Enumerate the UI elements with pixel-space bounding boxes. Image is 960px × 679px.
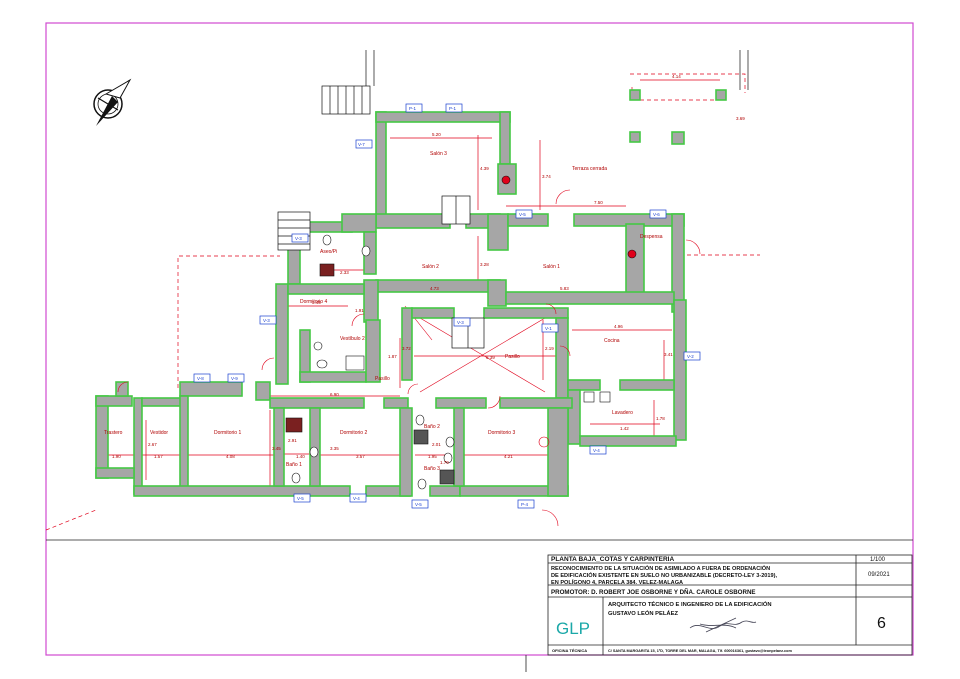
office-label: OFICINA TÉCNICA <box>552 648 587 653</box>
dim-salon2-w: 4.73 <box>430 286 439 291</box>
dim-trastero-w: 1.90 <box>112 454 121 459</box>
dimension-labels: 4.14 3.69 5.20 4.39 3.74 7.50 2.33 4.73 … <box>112 74 745 465</box>
promoter: PROMOTOR: D. ROBERT JOE OSBORNE Y DÑA. C… <box>551 589 756 596</box>
author-role: ARQUITECTO TÉCNICO E INGENIERO DE LA EDI… <box>608 600 772 608</box>
dim-salon3-w: 5.20 <box>432 132 441 137</box>
window-tag-labels: V-7 P-1 P-1 V-5 V-6 V-3 V-3 V-8 V-9 V-1 … <box>197 106 694 507</box>
sheet-title: PLANTA BAJA_COTAS Y CARPINTERIA <box>551 556 674 563</box>
window-tag: V-2 <box>687 354 694 359</box>
dim-pasillo-w: 1.87 <box>388 354 397 359</box>
dim-bano2-w: 1.95 <box>428 454 437 459</box>
room-label-salon1: Salón 1 <box>543 264 560 270</box>
window-tags <box>193 103 701 509</box>
window-tag: P-1 <box>409 106 417 111</box>
description-line-3: EN POLÍGONO 4, PARCELA 384. VELEZ-MALAGA <box>551 578 683 586</box>
window-tag: V-5 <box>415 502 422 507</box>
window-tag: V-5 <box>519 212 526 217</box>
dim-dorm3-w: 4.21 <box>504 454 513 459</box>
stairs <box>277 50 749 349</box>
dim-terraza-side: 3.69 <box>736 116 745 121</box>
dim-dorm1-w: 4.08 <box>226 454 235 459</box>
room-label-bano3: Baño 3 <box>424 466 440 472</box>
room-label-terraza: Terraza cerrada <box>572 166 607 172</box>
dim-dorm2-w: 3.57 <box>356 454 365 459</box>
window-tag: V-9 <box>231 376 238 381</box>
room-label-bano1: Baño 1 <box>286 462 302 468</box>
dim-vestidor-w: 1.57 <box>154 454 163 459</box>
description-line-2: DE EDIFICACIÓN EXISTENTE EN SUELO NO URB… <box>551 571 778 579</box>
window-tag: V-4 <box>593 448 600 453</box>
room-label-pasillo2: Pasillo <box>505 354 520 360</box>
dim-salon1-w: 5.83 <box>560 286 569 291</box>
dim-bano1-h: 2.91 <box>288 438 297 443</box>
dim-terraza-top: 4.14 <box>672 74 681 79</box>
dim-cocina-h2: 3.41 <box>664 352 673 357</box>
dim-terraza-w: 7.50 <box>594 200 603 205</box>
fixtures <box>285 175 637 490</box>
sheet-scale: 1/100 <box>870 557 886 563</box>
dim-terraza-h: 3.74 <box>542 174 551 179</box>
sheet-date: 09/2021 <box>868 572 890 578</box>
description-line-1: RECONOCIMIENTO DE LA SITUACIÓN DE ASIMIL… <box>551 564 770 572</box>
room-label-dormitorio2: Dormitorio 2 <box>340 430 367 436</box>
room-label-trastero: Trastero <box>104 430 123 436</box>
window-tag: V-3 <box>295 236 302 241</box>
room-label-bano2: Baño 2 <box>424 424 440 430</box>
window-tag: V-3 <box>457 320 464 325</box>
title-block <box>547 554 913 656</box>
plot-boundary <box>45 73 760 531</box>
room-label-vestidor: Vestidor <box>150 430 168 436</box>
dim-dorm4-w: 3.45 <box>312 300 321 305</box>
dim-vestidor-h: 2.67 <box>148 442 157 447</box>
window-tag: P-4 <box>521 502 529 507</box>
sheet-number: 6 <box>877 615 886 632</box>
dim-bano3-h: 1.79 <box>440 460 449 465</box>
dim-aseo-w: 2.33 <box>340 270 349 275</box>
window-tag: V-4 <box>353 496 360 501</box>
dim-cocina-h: 2.19 <box>545 346 554 351</box>
room-labels: Salón 3 Terraza cerrada Salón 2 Salón 1 … <box>104 151 663 472</box>
room-label-aseo: Aseo/Pi <box>320 249 337 255</box>
walls <box>95 89 727 497</box>
dim-pasillo2-w: 6.39 <box>486 355 495 360</box>
dim-bano2-h: 2.01 <box>432 442 441 447</box>
dim-dorm1-h: 3.45 <box>272 446 281 451</box>
room-label-dormitorio1: Dormitorio 1 <box>214 430 241 436</box>
window-tag: P-1 <box>449 106 457 111</box>
north-arrow-icon <box>93 78 132 126</box>
room-label-vestibulo2: Vestíbulo 2 <box>340 336 365 342</box>
window-tag: V-8 <box>197 376 204 381</box>
author-name: GUSTAVO LEÓN PELÁEZ <box>608 609 678 617</box>
dim-cocina-w: 4.96 <box>614 324 623 329</box>
signature <box>689 617 757 633</box>
dim-salon2-h: 3.28 <box>480 262 489 267</box>
window-tag: V-3 <box>263 318 270 323</box>
window-tag: V-6 <box>653 212 660 217</box>
room-label-lavadero: Lavadero <box>612 410 633 416</box>
dim-corr-w: 6.90 <box>330 392 339 397</box>
room-label-salon3: Salón 3 <box>430 151 447 157</box>
dim-lavadero-w2: 1.42 <box>620 426 629 431</box>
door-swings <box>117 189 701 527</box>
room-label-despensa: Despensa <box>640 234 663 240</box>
address: C/ SANTA MARGARITA 15, 1ºD, TORRE DEL MA… <box>608 649 792 653</box>
dim-bano1-w: 1.40 <box>296 454 305 459</box>
dim-lavadero-w: 1.78 <box>656 416 665 421</box>
room-label-dormitorio4: Dormitorio 4 <box>300 299 327 305</box>
dim-dorm4-h: 1.91 <box>355 308 364 313</box>
logo: GLP <box>556 619 590 638</box>
window-tag: V-1 <box>545 326 552 331</box>
room-label-salon2: Salón 2 <box>422 264 439 270</box>
window-tag: V-7 <box>358 142 365 147</box>
dim-dorm2-h: 3.35 <box>330 446 339 451</box>
room-label-dormitorio3: Dormitorio 3 <box>488 430 515 436</box>
room-label-pasillo1: Pasillo <box>375 376 390 382</box>
dim-pasillo-h: 3.72 <box>402 346 411 351</box>
dim-salon3-h: 4.39 <box>480 166 489 171</box>
room-label-cocina: Cocina <box>604 338 620 344</box>
sheet-border <box>45 22 914 656</box>
window-tag: V-5 <box>297 496 304 501</box>
